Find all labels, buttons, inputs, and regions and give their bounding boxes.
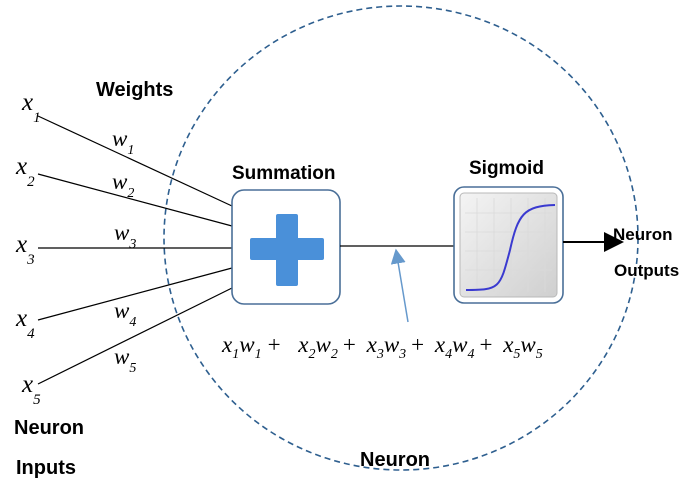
sigmoid-label: Sigmoid [469, 158, 544, 179]
weighted-sum-formula: x1w1+ x2w2+ x3w3+ x4w4+ x5w5 [221, 332, 543, 362]
summation-node [232, 190, 340, 304]
weight-labels: w1 w2 w3 w4 w5 [112, 126, 136, 376]
input-x2: x2 [15, 153, 35, 190]
formula-pointer-arrow [397, 256, 408, 322]
weight-w4: w4 [114, 298, 136, 330]
sigmoid-graph-panel [460, 193, 557, 297]
input-variables: x1 x2 x3 x4 x5 [15, 89, 41, 408]
weight-w1: w1 [112, 126, 134, 158]
weight-w5: w5 [114, 344, 136, 376]
weight-w2: w2 [112, 169, 134, 201]
weight-w3: w3 [114, 220, 136, 252]
outputs-label-line2: Outputs [614, 261, 679, 280]
input-line-4 [38, 268, 232, 320]
inputs-label-line1: Neuron [14, 417, 84, 439]
input-line-1 [38, 116, 232, 206]
sigmoid-node [454, 187, 563, 303]
input-x4: x4 [15, 305, 35, 342]
summation-label: Summation [232, 163, 335, 184]
input-line-2 [38, 174, 232, 226]
weights-label: Weights [96, 79, 173, 101]
input-x5: x5 [21, 371, 41, 408]
outputs-label-line1: Neuron [613, 225, 673, 244]
input-x1: x1 [21, 89, 41, 126]
neuron-label: Neuron [360, 449, 430, 471]
input-x3: x3 [15, 231, 35, 268]
inputs-label-line2: Inputs [16, 457, 76, 479]
